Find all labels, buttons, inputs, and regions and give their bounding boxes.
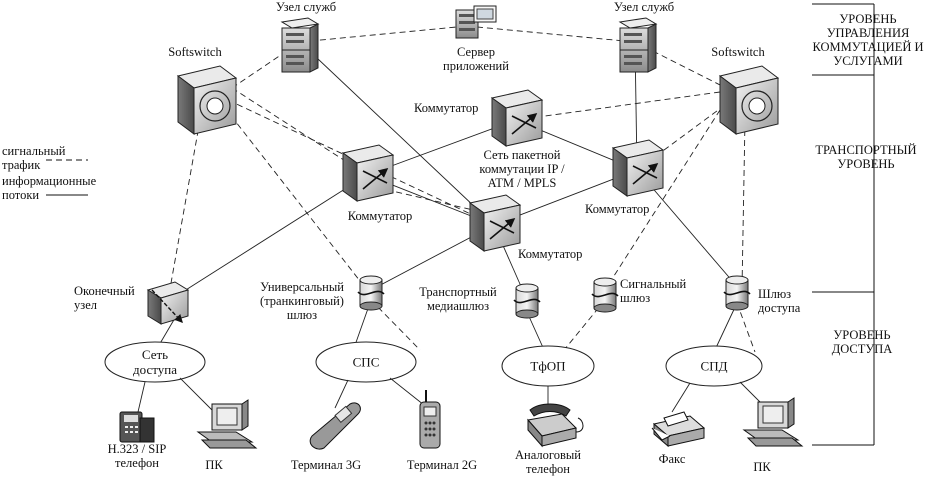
spd-network-label: СПД	[700, 358, 728, 374]
end-node-icon	[146, 281, 190, 325]
app-server-label: Сервер приложений	[443, 45, 509, 73]
app-server-icon	[455, 5, 497, 39]
switch-top-label: Коммутатор	[414, 101, 479, 115]
terminal-3g-label: Терминал 3G	[290, 458, 362, 472]
softswitch-right-icon	[718, 65, 780, 135]
pc-right-label: ПК	[753, 460, 771, 474]
switch-center-icon	[468, 194, 520, 252]
signal-gateway-label: Сигнальный шлюз	[620, 277, 687, 305]
softswitch-left-icon	[176, 65, 238, 135]
spd-network-ellipse	[665, 345, 763, 387]
access-network-ellipse	[104, 341, 206, 383]
service-node-right-label: Узел служб	[613, 0, 675, 14]
access-gateway-icon	[723, 275, 751, 311]
fax-label: Факс	[658, 452, 686, 466]
sip-phone-icon	[119, 411, 155, 443]
level-control-label: УРОВЕНЬ УПРАВЛЕНИЯ КОММУТАЦИЕЙ И УСЛУГАМ…	[812, 12, 924, 68]
service-node-right-icon	[618, 17, 658, 73]
switch-right-icon	[611, 139, 663, 197]
transport-media-gateway-icon	[513, 283, 541, 319]
switch-center-label: Коммутатор	[518, 247, 583, 261]
end-node-label: Оконечный узел	[74, 284, 135, 312]
terminal-2g-icon	[419, 390, 441, 449]
access-gateway-label: Шлюз доступа	[758, 287, 801, 315]
terminal-2g-label: Терминал 2G	[406, 458, 478, 472]
switch-right-label: Коммутатор	[585, 202, 650, 216]
pc-left-icon	[196, 399, 258, 449]
sip-phone-label: H.323 / SIP телефон	[107, 442, 167, 470]
sps-network-ellipse	[315, 341, 417, 383]
service-node-left-label: Узел служб	[275, 0, 337, 14]
pc-left-label: ПК	[205, 458, 223, 472]
terminal-links	[137, 377, 763, 413]
level-access-label: УРОВЕНЬ ДОСТУПА	[831, 328, 893, 356]
level-transport-label: ТРАНСПОРТНЫЙ УРОВЕНЬ	[815, 143, 917, 171]
universal-gateway-icon	[357, 275, 385, 311]
switch-left-icon	[341, 144, 393, 202]
legend-signal-label: сигнальный трафик	[2, 144, 66, 172]
switch-top-icon	[490, 89, 542, 147]
analog-phone-icon	[527, 403, 584, 448]
pc-right-icon	[742, 397, 804, 447]
transport-media-gateway-label: Транспортный медиашлюз	[419, 285, 497, 313]
access-network-label: Сеть доступа	[133, 347, 177, 377]
softswitch-right-label: Softswitch	[711, 45, 765, 59]
service-node-left-icon	[280, 17, 320, 73]
fax-icon	[651, 411, 706, 448]
signal-gateway-icon	[591, 277, 619, 313]
legend-info-label: информационные потоки	[2, 174, 97, 202]
analog-phone-label: Аналоговый телефон	[515, 448, 581, 476]
sps-network-label: СПС	[352, 354, 380, 370]
universal-gateway-label: Универсальный (транкинговый) шлюз	[260, 280, 344, 322]
terminal-3g-icon	[309, 402, 361, 450]
switch-left-label: Коммутатор	[347, 209, 413, 223]
softswitch-left-label: Softswitch	[168, 45, 222, 59]
packet-network-label: Сеть пакетной коммутации IP / ATM / MPLS	[479, 148, 565, 190]
level-separator	[812, 3, 875, 446]
tfop-network-label: ТфОП	[530, 358, 566, 374]
